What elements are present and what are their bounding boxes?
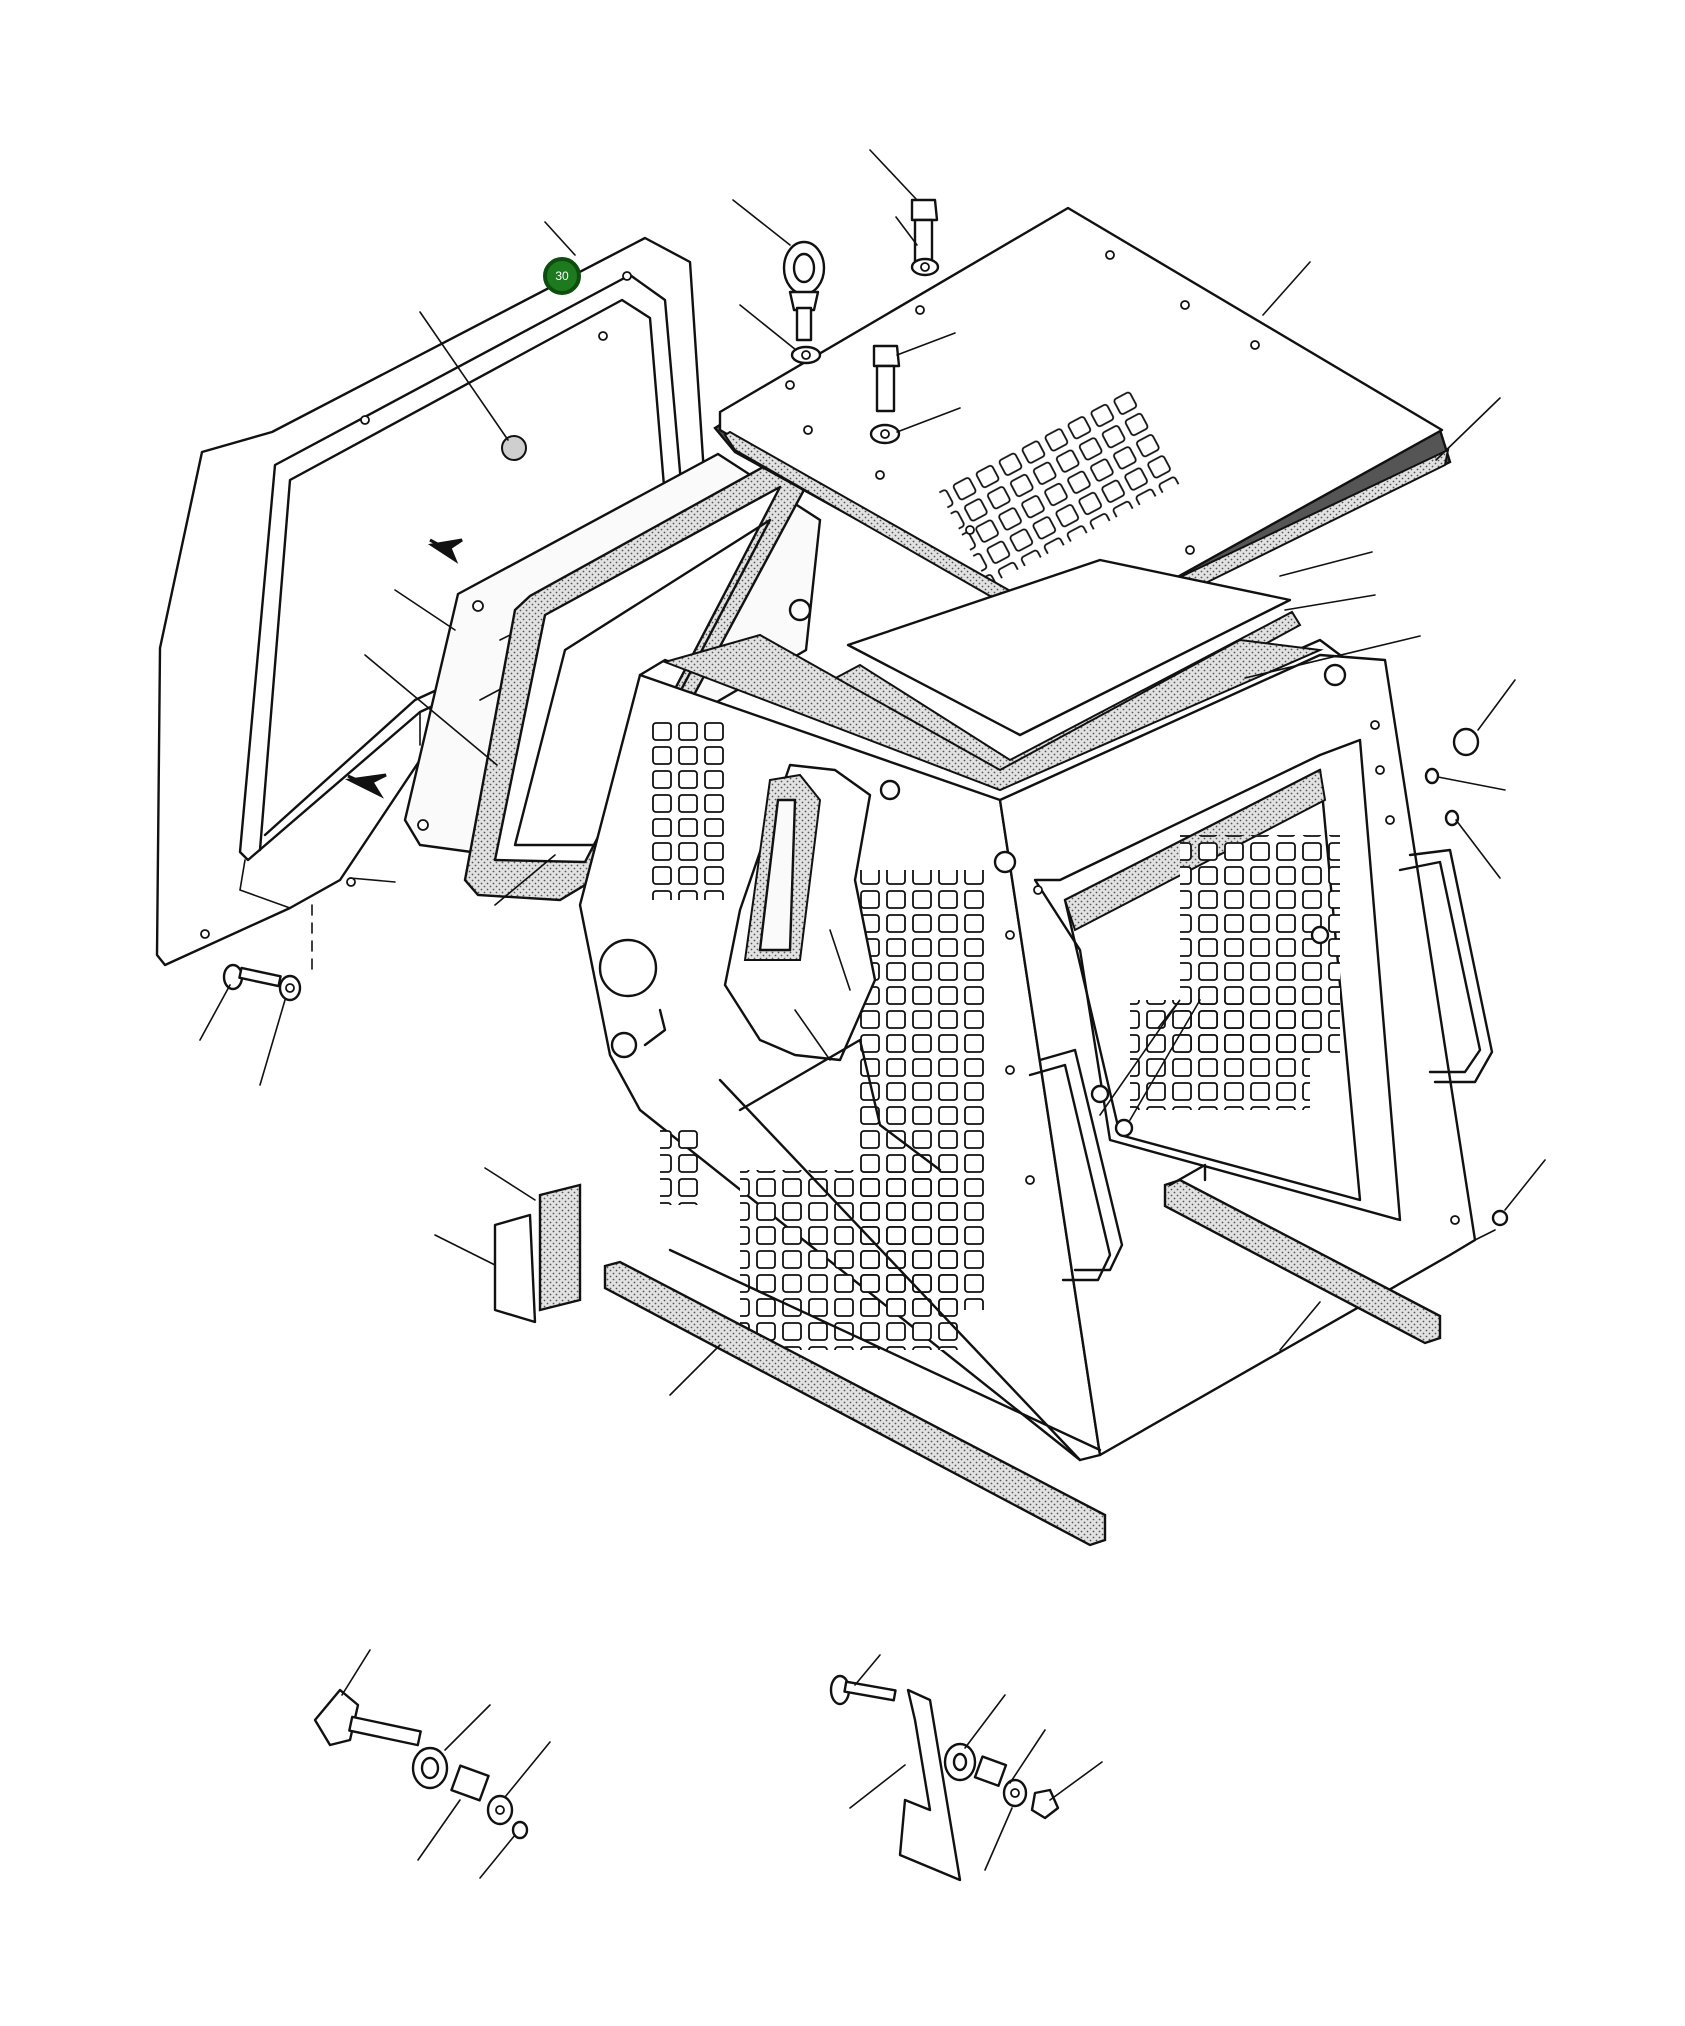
- callout-30-marker[interactable]: [543, 257, 581, 295]
- leader-lines: [199, 149, 1546, 1879]
- callout-30-label: 30: [555, 269, 569, 283]
- callout-30[interactable]: 30: [543, 257, 581, 295]
- grab-handles: [1028, 848, 1494, 1282]
- mount-detail-knob: [313, 1688, 529, 1840]
- roof-gaskets: [723, 430, 1450, 782]
- assembly-arrows: [345, 538, 463, 799]
- cab-body: [578, 598, 1477, 1462]
- frame-fasteners: [222, 904, 313, 1002]
- side-plugs: [1090, 727, 1509, 1227]
- side-window-frame: [155, 236, 714, 967]
- mount-detail-bracket: [829, 1674, 1060, 1882]
- floor-strips: [493, 1163, 1442, 1547]
